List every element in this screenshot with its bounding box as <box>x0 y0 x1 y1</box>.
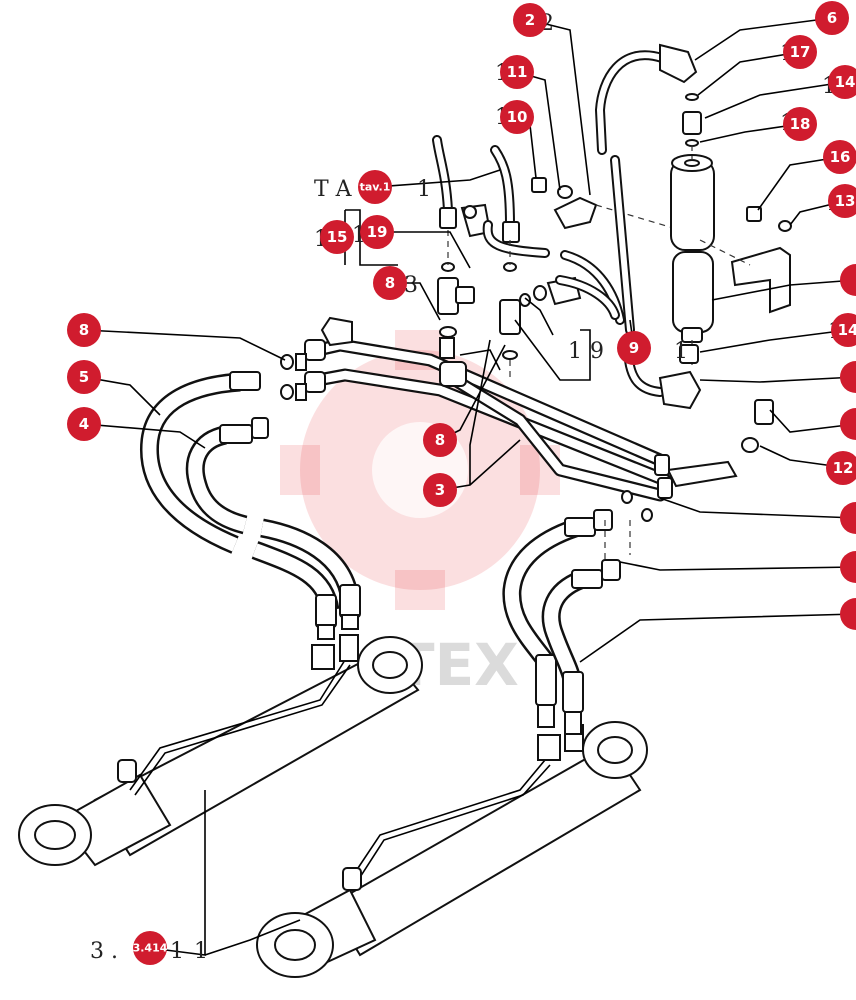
edge-callout-marker <box>840 361 856 393</box>
label-fragment: 9 <box>590 339 604 364</box>
hose-right-outer <box>502 509 613 728</box>
edge-callout-marker <box>840 408 856 440</box>
edge-callout-marker <box>840 264 856 296</box>
callout-number: tav.1 <box>360 181 391 194</box>
callout-number: 19 <box>367 223 388 241</box>
callout-circle <box>67 407 101 441</box>
callout-number: 8 <box>385 274 395 292</box>
callout-badge: 9 <box>617 331 651 365</box>
callout-badge: 8 <box>373 266 407 300</box>
callout-circle <box>67 313 101 347</box>
callout-badge: 11 <box>500 55 534 89</box>
callout-circle <box>617 331 651 365</box>
callout-badge: 10 <box>500 100 534 134</box>
callout-badge: 3 <box>423 473 457 507</box>
rigid-pipe-set <box>304 316 738 502</box>
callout-circle <box>373 266 407 300</box>
callout-number: 10 <box>507 108 528 126</box>
callout-circle <box>423 423 457 457</box>
label-fragment: 3 <box>404 273 418 298</box>
callout-number: 6 <box>827 9 837 27</box>
callout-badge: 8 <box>423 423 457 457</box>
hose-right-inner <box>541 559 621 735</box>
callout-number: 2 <box>525 11 535 29</box>
callout-number: 3.414 <box>133 942 168 955</box>
callout-number: 14 <box>835 73 856 91</box>
clamp-bracket <box>531 177 681 231</box>
accumulator <box>594 43 715 410</box>
callout-number: 4 <box>79 415 89 433</box>
callout-number: 14 <box>838 321 856 339</box>
callout-number: 8 <box>79 321 89 339</box>
callout-circle <box>500 100 534 134</box>
callout-circle <box>828 65 856 99</box>
callout-number: 12 <box>833 459 854 477</box>
mounting-bracket-right <box>699 206 792 453</box>
callout-badge: 18 <box>783 107 817 141</box>
callout-number: 18 <box>790 115 811 133</box>
hose-left-inner <box>185 417 361 630</box>
callout-circle <box>500 55 534 89</box>
callout-badge: 19 <box>360 215 394 249</box>
callout-circle <box>815 1 849 35</box>
label-fragment: 1 <box>674 339 688 364</box>
callout-number: 15 <box>327 228 348 246</box>
centre-valve-assembly <box>432 135 582 380</box>
callout-circle <box>360 215 394 249</box>
label-fragment: T A <box>314 177 353 202</box>
callout-number: 9 <box>629 339 639 357</box>
washers-left <box>280 353 653 522</box>
callout-circle <box>423 473 457 507</box>
callout-circle <box>783 35 817 69</box>
callout-badge: 17 <box>783 35 817 69</box>
callout-number: 11 <box>507 63 528 81</box>
callout-number: 3 <box>435 481 445 499</box>
callout-number: 8 <box>435 431 445 449</box>
callout-circle <box>358 170 392 204</box>
label-fragment: 1 <box>417 177 431 202</box>
label-fragment: 1 <box>170 939 184 964</box>
callout-circle <box>67 360 101 394</box>
callout-circle <box>826 451 856 485</box>
callout-circle <box>133 931 167 965</box>
callout-badge: 8 <box>67 313 101 347</box>
callout-circle <box>828 184 856 218</box>
edge-callout-marker <box>840 551 856 583</box>
callout-badge: 5 <box>67 360 101 394</box>
callout-badge: 12 <box>826 451 856 485</box>
callout-circle <box>513 3 547 37</box>
callout-badge: 4 <box>67 407 101 441</box>
callout-badge: 3.414 <box>133 931 168 965</box>
callout-badge: 14 <box>831 313 856 347</box>
callout-badge: 16 <box>823 140 856 174</box>
callout-circle <box>831 313 856 347</box>
callout-badge: 14 <box>828 65 856 99</box>
label-fragment: 1 <box>568 339 582 364</box>
callout-circle <box>320 220 354 254</box>
long-hose-centre <box>555 155 635 335</box>
callout-badge: 2 <box>513 3 547 37</box>
label-fragment: 1 <box>194 939 208 964</box>
label-fragment: 3 . <box>90 939 118 964</box>
hose-left-outer <box>139 371 340 640</box>
callout-number: 5 <box>79 368 89 386</box>
edge-callout-marker <box>840 502 856 534</box>
callout-number: 17 <box>790 43 811 61</box>
callout-number: 16 <box>830 148 851 166</box>
hydraulic-cylinder-right <box>256 721 648 978</box>
hydraulic-cylinder-left <box>18 634 423 867</box>
callout-badge: tav.1 <box>358 170 392 204</box>
callout-badge: 13 <box>828 184 856 218</box>
callout-number: 13 <box>835 192 856 210</box>
edge-callout-marker <box>840 598 856 630</box>
callout-circle <box>783 107 817 141</box>
callout-circle <box>823 140 856 174</box>
callout-badge: 6 <box>815 1 849 35</box>
callout-badge: 15 <box>320 220 354 254</box>
